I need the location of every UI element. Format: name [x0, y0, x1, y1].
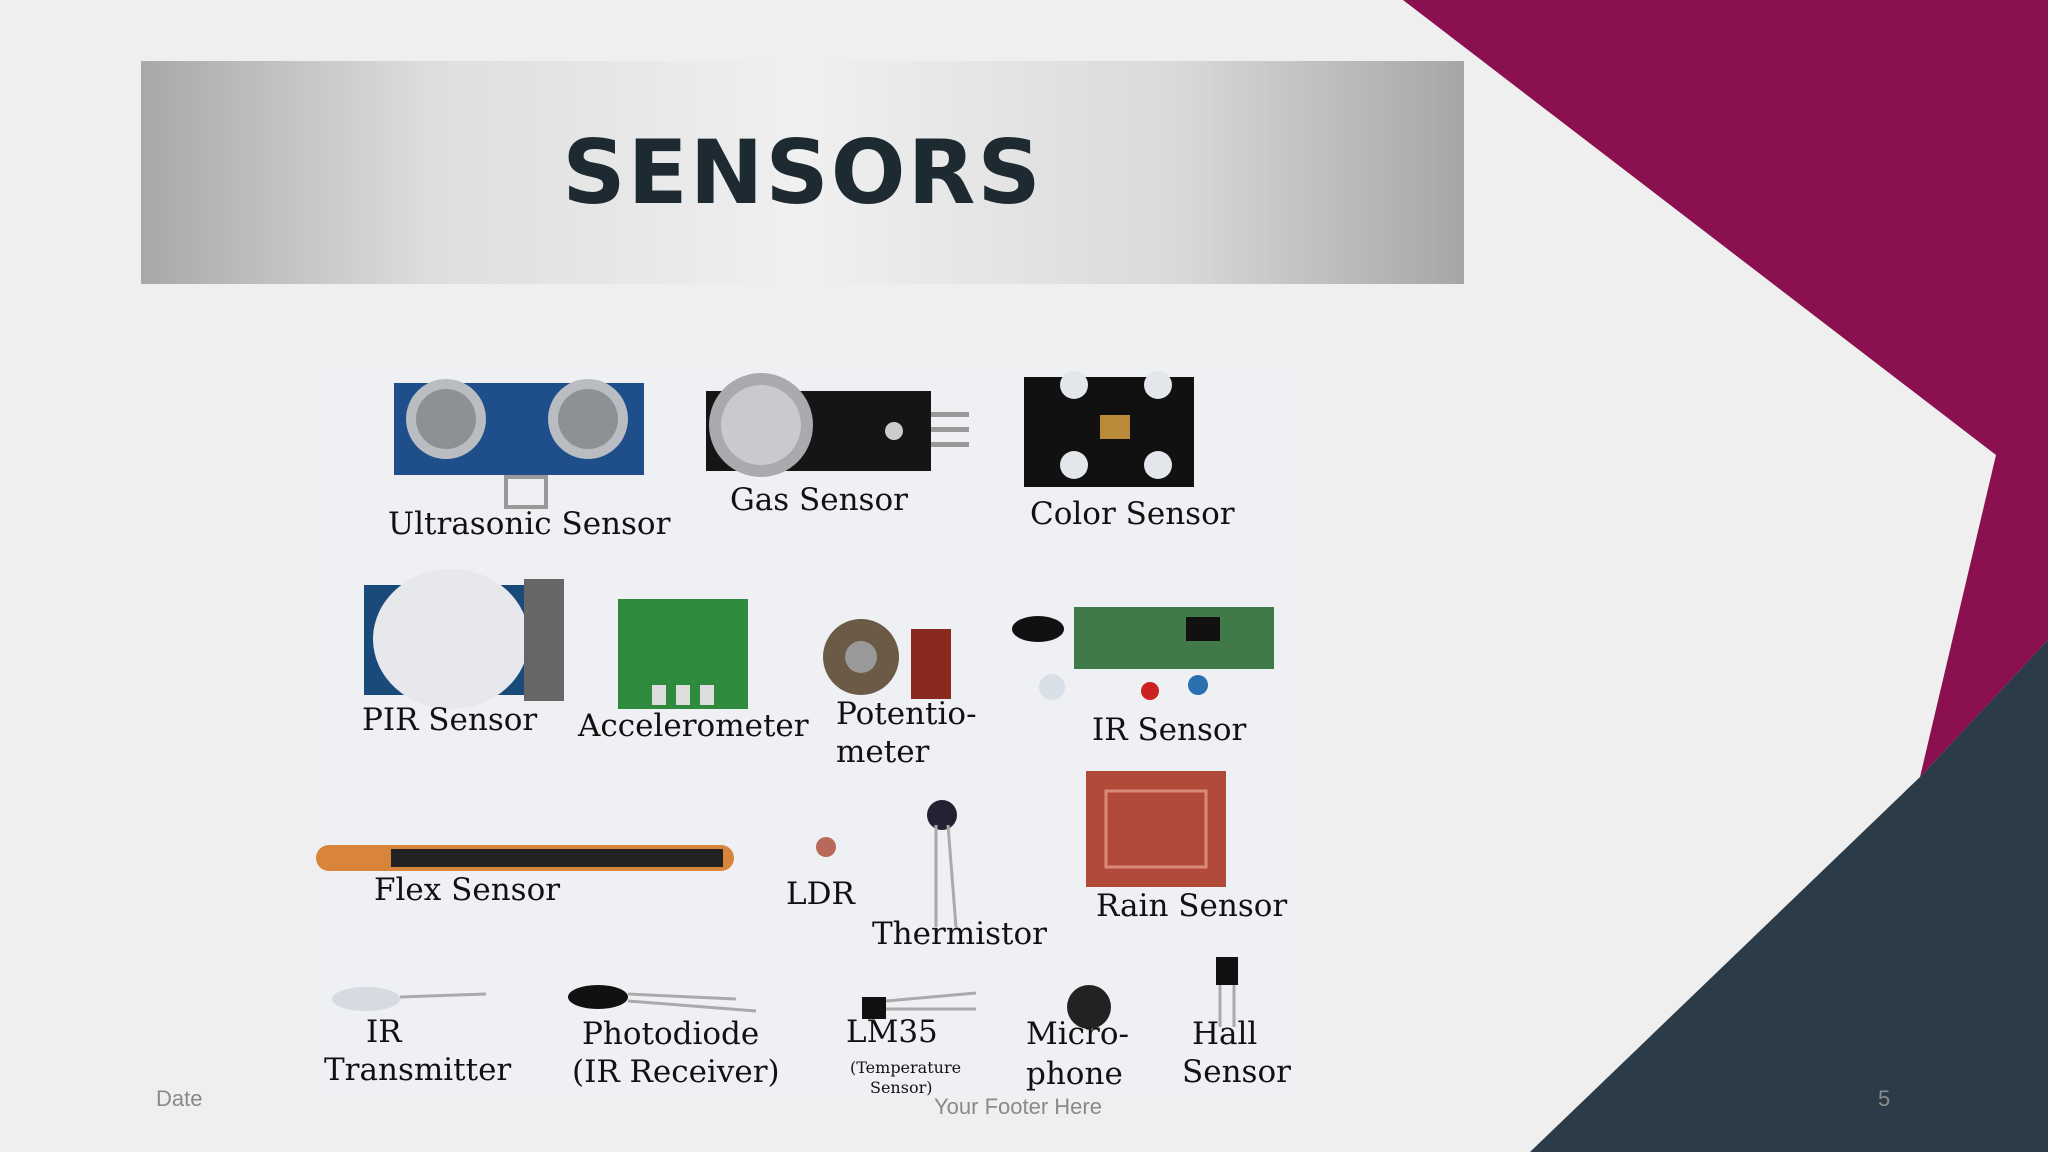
sensors-photo: Ultrasonic Sensor Gas Sensor Color Senso…: [316, 367, 1298, 1100]
footer-text: Your Footer Here: [934, 1094, 1102, 1119]
label-gas-sensor: Gas Sensor: [730, 482, 908, 518]
label-ldr: LDR: [786, 876, 855, 912]
label-ir-transmitter-line2: Transmitter: [324, 1052, 512, 1088]
footer-date: Date: [156, 1086, 203, 1111]
potentiometer-image: [823, 619, 951, 699]
magenta-accent-shape: [1403, 0, 2048, 777]
rain-sensor-image: [1086, 771, 1226, 887]
label-potentiometer-line1: Potentio-: [836, 696, 977, 732]
ir-transmitter-image: [332, 987, 487, 1011]
label-rain-sensor: Rain Sensor: [1096, 888, 1288, 924]
label-lm35-sub-line2: Sensor): [870, 1078, 933, 1097]
label-microphone-line1: Micro-: [1026, 1016, 1129, 1052]
flex-sensor-image: [316, 845, 734, 871]
sensors-illustration: [316, 371, 1274, 1029]
accelerometer-image: [618, 599, 748, 709]
label-hall-sensor-line1: Hall: [1192, 1016, 1258, 1052]
ultrasonic-sensor-image: [394, 379, 644, 509]
label-photodiode-line1: Photodiode: [582, 1016, 760, 1052]
label-hall-sensor-line2: Sensor: [1182, 1054, 1291, 1090]
label-ir-transmitter-line1: IR: [366, 1014, 402, 1050]
microphone-image: [1067, 985, 1111, 1029]
label-photodiode-line2: (IR Receiver): [572, 1054, 780, 1090]
photodiode-image: [568, 985, 757, 1013]
ldr-image: [816, 837, 836, 857]
label-color-sensor: Color Sensor: [1030, 496, 1235, 532]
label-potentiometer-line2: meter: [836, 734, 930, 770]
pir-sensor-image: [364, 569, 564, 709]
title-banner: SENSORS: [141, 61, 1464, 284]
slide-number: 5: [1878, 1086, 1891, 1111]
navy-accent-shape: [1530, 640, 2048, 1152]
lm35-image: [862, 991, 977, 1019]
label-ir-sensor: IR Sensor: [1092, 712, 1247, 748]
hall-sensor-image: [1216, 957, 1238, 1027]
ir-sensor-image: [1012, 607, 1274, 700]
label-microphone-line2: phone: [1026, 1056, 1123, 1092]
label-lm35-sub-line1: (Temperature: [850, 1058, 962, 1077]
label-ultrasonic-sensor: Ultrasonic Sensor: [388, 506, 671, 542]
thermistor-image: [927, 800, 958, 928]
label-pir-sensor: PIR Sensor: [362, 702, 538, 738]
gas-sensor-image: [706, 373, 969, 477]
label-flex-sensor: Flex Sensor: [374, 872, 561, 908]
color-sensor-image: [1024, 371, 1194, 487]
label-thermistor: Thermistor: [872, 916, 1047, 952]
label-lm35: LM35: [846, 1014, 938, 1050]
slide-title: SENSORS: [562, 121, 1043, 224]
label-accelerometer: Accelerometer: [578, 708, 809, 744]
